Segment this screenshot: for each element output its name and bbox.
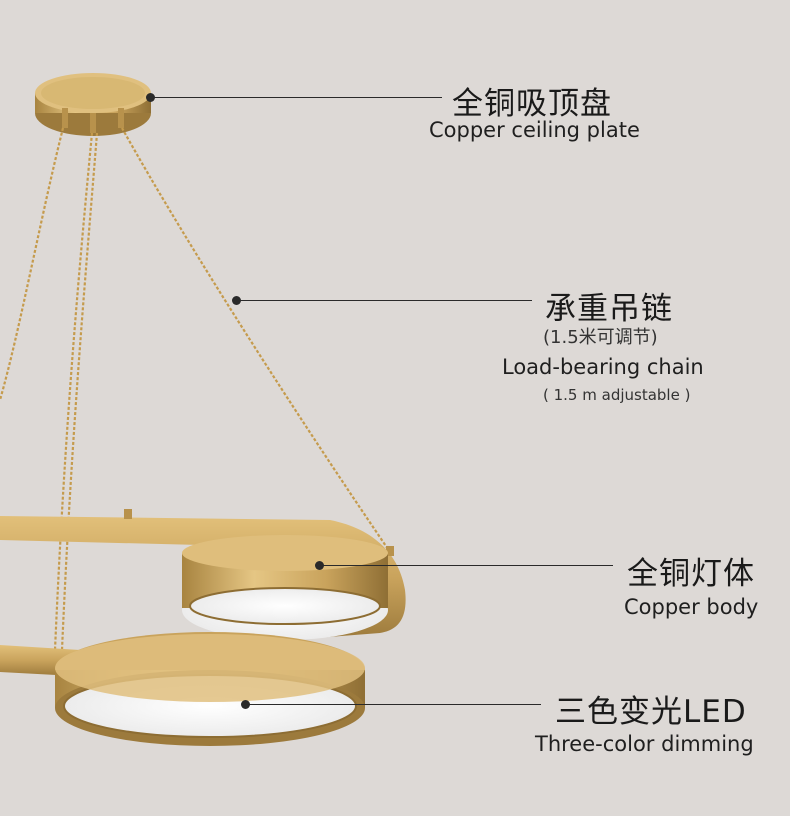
ceiling-plate	[35, 73, 151, 136]
ceiling-plate-label-en: Copper ceiling plate	[429, 118, 640, 142]
body-leader-line	[319, 565, 613, 566]
body-label-zh: 全铜灯体	[627, 556, 755, 592]
led-label-zh: 三色变光LED	[555, 694, 747, 730]
chain-note-en: ( 1.5 m adjustable )	[543, 386, 691, 404]
ceiling-plate-leader-line	[150, 97, 442, 98]
ceiling-plate-pointer-dot	[146, 93, 155, 102]
chain-note-zh: (1.5米可调节)	[543, 327, 658, 348]
load-bearing-chains	[0, 127, 391, 651]
chain-label-zh: 承重吊链	[545, 291, 673, 327]
body-pointer-dot	[315, 561, 324, 570]
chain-pointer-dot	[232, 296, 241, 305]
chain-leader-line	[236, 300, 532, 301]
chain-label-en: Load-bearing chain	[502, 355, 704, 379]
body-label-en: Copper body	[624, 595, 759, 619]
ceiling-plate-label-zh: 全铜吸顶盘	[452, 86, 612, 122]
upper-lamp-body	[182, 535, 388, 640]
led-pointer-dot	[241, 700, 250, 709]
led-leader-line	[245, 704, 541, 705]
lower-lamp-body	[55, 632, 365, 746]
led-label-en: Three-color dimming	[535, 732, 754, 756]
